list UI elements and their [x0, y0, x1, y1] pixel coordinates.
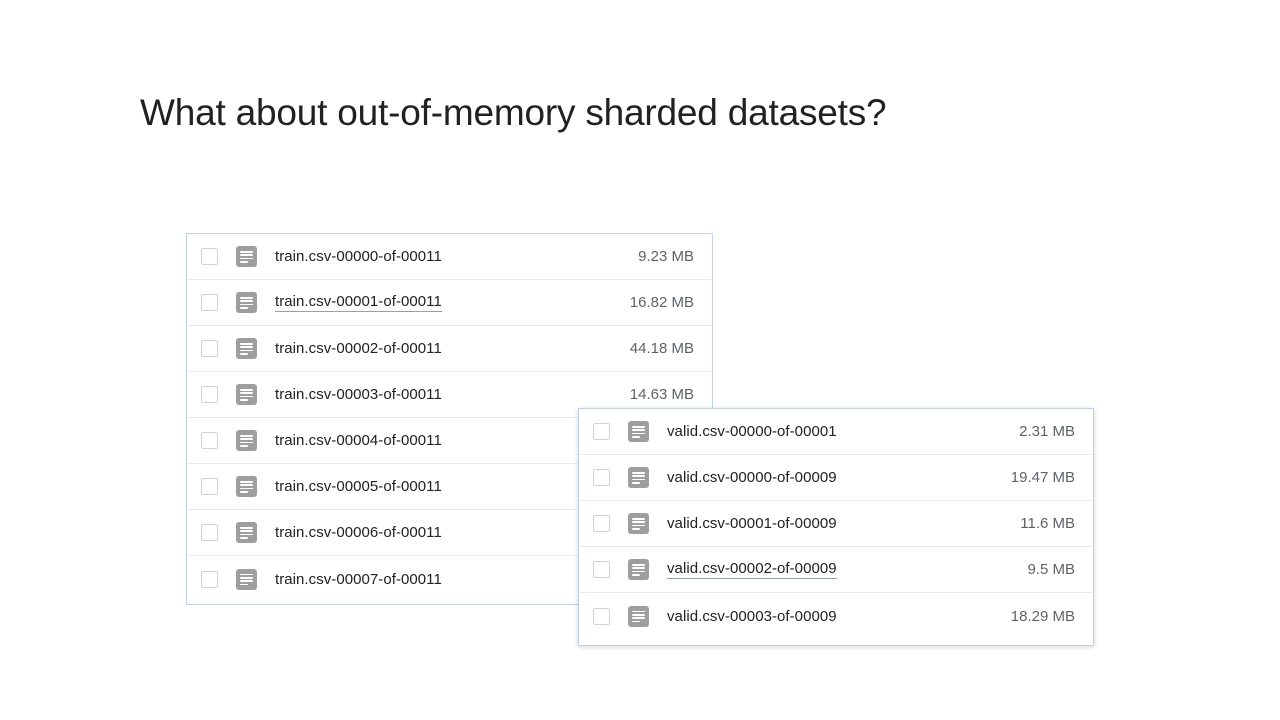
csv-file-icon: [236, 430, 257, 451]
csv-file-icon: [236, 292, 257, 313]
file-size: 11.6 MB: [1020, 515, 1075, 532]
csv-file-icon: [236, 246, 257, 267]
row-checkbox[interactable]: [593, 607, 610, 625]
file-name[interactable]: train.csv-00004-of-00011: [275, 432, 442, 449]
file-name[interactable]: train.csv-00006-of-00011: [275, 524, 442, 541]
row-checkbox[interactable]: [593, 469, 610, 486]
file-size: 9.23 MB: [638, 248, 694, 265]
row-checkbox[interactable]: [201, 248, 218, 265]
csv-file-icon: [628, 605, 649, 627]
row-checkbox[interactable]: [593, 423, 610, 440]
csv-file-icon: [628, 467, 649, 488]
file-size: 19.47 MB: [1010, 469, 1075, 486]
csv-file-icon: [628, 513, 649, 534]
file-row[interactable]: valid.csv-00002-of-00009 9.5 MB: [579, 547, 1093, 593]
file-size: 16.82 MB: [629, 294, 694, 311]
file-name[interactable]: valid.csv-00000-of-00009: [667, 469, 837, 486]
file-size: 14.63 MB: [629, 386, 694, 403]
row-checkbox[interactable]: [201, 386, 218, 403]
file-name[interactable]: valid.csv-00001-of-00009: [667, 515, 837, 532]
file-size: 44.18 MB: [629, 340, 694, 357]
page-title: What about out-of-memory sharded dataset…: [140, 92, 887, 133]
row-checkbox[interactable]: [201, 432, 218, 449]
row-checkbox[interactable]: [201, 340, 218, 357]
csv-file-icon: [628, 559, 649, 580]
file-size: 2.31 MB: [1019, 423, 1075, 440]
row-checkbox[interactable]: [593, 561, 610, 578]
file-name[interactable]: valid.csv-00000-of-00001: [667, 423, 837, 440]
csv-file-icon: [236, 476, 257, 497]
file-name[interactable]: train.csv-00005-of-00011: [275, 478, 442, 495]
file-name[interactable]: train.csv-00007-of-00011: [275, 570, 442, 588]
row-checkbox[interactable]: [201, 294, 218, 311]
file-name[interactable]: train.csv-00002-of-00011: [275, 340, 442, 357]
csv-file-icon: [236, 338, 257, 359]
file-name[interactable]: train.csv-00000-of-00011: [275, 248, 442, 265]
csv-file-icon: [236, 568, 257, 590]
file-size: 9.5 MB: [1027, 561, 1075, 578]
file-row[interactable]: valid.csv-00003-of-00009 18.29 MB: [579, 593, 1093, 639]
file-row[interactable]: valid.csv-00001-of-00009 11.6 MB: [579, 501, 1093, 547]
file-name[interactable]: valid.csv-00002-of-00009: [667, 560, 837, 579]
csv-file-icon: [628, 421, 649, 442]
file-name[interactable]: valid.csv-00003-of-00009: [667, 607, 837, 625]
file-row[interactable]: valid.csv-00000-of-00001 2.31 MB: [579, 409, 1093, 455]
csv-file-icon: [236, 522, 257, 543]
file-row[interactable]: train.csv-00001-of-00011 16.82 MB: [187, 280, 712, 326]
file-size: 18.29 MB: [1010, 607, 1075, 625]
row-checkbox[interactable]: [201, 478, 218, 495]
file-row[interactable]: valid.csv-00000-of-00009 19.47 MB: [579, 455, 1093, 501]
row-checkbox[interactable]: [201, 570, 218, 588]
row-checkbox[interactable]: [201, 524, 218, 541]
file-row[interactable]: train.csv-00000-of-00011 9.23 MB: [187, 234, 712, 280]
file-name[interactable]: train.csv-00001-of-00011: [275, 293, 442, 312]
file-row[interactable]: train.csv-00002-of-00011 44.18 MB: [187, 326, 712, 372]
csv-file-icon: [236, 384, 257, 405]
file-name[interactable]: train.csv-00003-of-00011: [275, 386, 442, 403]
row-checkbox[interactable]: [593, 515, 610, 532]
